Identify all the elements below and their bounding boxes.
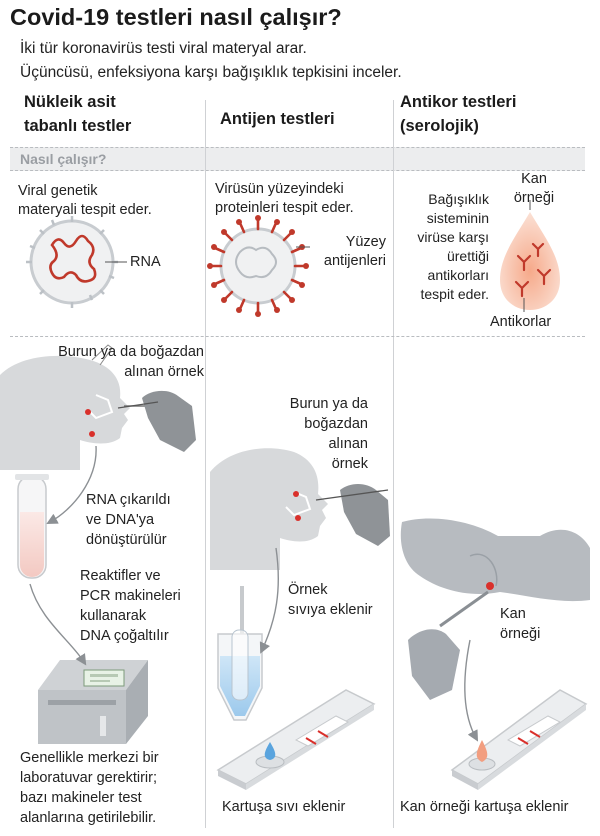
- rna-conversion-line-1: RNA çıkarıldı: [86, 492, 171, 508]
- virus-antigen-icon: [207, 215, 310, 317]
- pcr-line-3: kullanarak: [80, 608, 147, 624]
- antibody-how-line-5: antikorları: [427, 267, 489, 283]
- surface-antigen-label-line-1: Yüzey: [345, 234, 386, 250]
- nucleic-sample-line-2: alınan örnek: [124, 364, 204, 380]
- antibody-how-line-6: tespit eder.: [420, 286, 490, 302]
- antigen-sample-line-3: alınan: [328, 436, 368, 452]
- antigen-sample-line-2: boğazdan: [304, 416, 368, 432]
- lab-caption: Genellikle merkezi bir laboratuvar gerek…: [20, 748, 159, 828]
- antibody-how-text: Bağışıklık sisteminin virüse karşı ürett…: [396, 190, 489, 304]
- pcr-line-2: PCR makineleri: [80, 588, 181, 604]
- head-swab-illustration-nucleic: [0, 344, 196, 470]
- liquid-line-2: sıvıya eklenir: [288, 602, 373, 618]
- antibody-cartridge-caption: Kan örneği kartuşa eklenir: [400, 799, 569, 815]
- column-title-nucleic-line-2: tabanlı testler: [24, 117, 132, 135]
- lab-line-4: alanlarına getirilebilir.: [20, 810, 157, 826]
- test-cartridge-antigen: [216, 689, 376, 790]
- blood-sample-label-line-2: örneği: [513, 190, 555, 206]
- pcr-caption: Reaktifler ve PCR makineleri kullanarak …: [80, 566, 181, 646]
- virus-rna-icon: [26, 216, 127, 308]
- column-title-antibody-line-2: (serolojik): [400, 117, 479, 135]
- antigen-sample-line-1: Burun ya da: [289, 396, 368, 412]
- antigen-sample-line-4: örnek: [331, 456, 368, 472]
- section-label: Nasıl çalışır?: [20, 151, 107, 167]
- antibody-blood-line-2: örneği: [500, 626, 541, 642]
- antigen-how-text: Virüsün yüzeyindeki proteinleri tespit e…: [215, 180, 354, 218]
- nucleic-how-line-1: Viral genetik: [18, 183, 98, 199]
- pcr-machine-illustration: [38, 660, 148, 744]
- column-title-nucleic: Nükleik asit tabanlı testler: [24, 90, 214, 138]
- liquid-caption: Örnek sıvıya eklenir: [288, 580, 373, 620]
- sample-tube-nucleic: [15, 474, 49, 579]
- antigen-how-line-2: proteinleri tespit eder.: [215, 200, 354, 216]
- liquid-line-1: Örnek: [288, 582, 328, 598]
- hand-finger-prick-illustration: [400, 518, 590, 700]
- antibody-how-line-4: ürettiği: [446, 248, 489, 264]
- column-divider-1: [205, 100, 206, 828]
- blood-sample-label: Kan örneği: [512, 170, 556, 208]
- flow-arrows: [29, 445, 479, 742]
- column-title-antigen-line-1: Antijen testleri: [220, 110, 335, 128]
- pcr-line-4: DNA çoğaltılır: [80, 628, 169, 644]
- section-band: Nasıl çalışır?: [10, 147, 585, 171]
- rna-conversion-line-3: dönüştürülür: [86, 532, 167, 548]
- lab-line-1: Genellikle merkezi bir: [20, 750, 159, 766]
- blood-sample-label-line-1: Kan: [521, 171, 547, 187]
- head-swab-illustration-antigen: [210, 448, 390, 570]
- antibody-blood-caption: Kan örneği: [500, 604, 540, 644]
- lab-line-2: laboratuvar gerektirir;: [20, 770, 157, 786]
- section-divider: [10, 336, 585, 337]
- nucleic-how-line-2: materyali tespit eder.: [18, 202, 152, 218]
- nucleic-sample-line-1: Burun ya da boğazdan: [58, 344, 204, 360]
- liquid-tube-antigen: [217, 586, 263, 721]
- subtitle-line-2: Üçüncüsü, enfeksiyona karşı bağışıklık t…: [20, 64, 402, 81]
- column-title-antigen: Antijen testleri: [220, 107, 390, 131]
- antibodies-label: Antikorlar: [490, 314, 552, 330]
- rna-conversion-caption: RNA çıkarıldı ve DNA'ya dönüştürülür: [86, 490, 171, 550]
- column-title-antibody: Antikor testleri (serolojik): [400, 90, 595, 138]
- nucleic-sample-caption: Burun ya da boğazdan alınan örnek: [20, 342, 204, 382]
- antigen-how-line-1: Virüsün yüzeyindeki: [215, 181, 344, 197]
- column-divider-2: [393, 100, 394, 828]
- surface-antigen-label-line-2: antijenleri: [323, 253, 386, 269]
- subtitle-line-1: İki tür koronavirüs testi viral materyal…: [20, 40, 307, 57]
- test-cartridge-antibody: [450, 689, 588, 790]
- antibody-how-line-1: Bağışıklık: [428, 191, 489, 207]
- rna-conversion-line-2: ve DNA'ya: [86, 512, 155, 528]
- column-title-nucleic-line-1: Nükleik asit: [24, 93, 116, 111]
- page-title: Covid-19 testleri nasıl çalışır?: [10, 4, 342, 30]
- antigen-sample-caption: Burun ya da boğazdan alınan örnek: [260, 394, 368, 474]
- column-title-antibody-line-1: Antikor testleri: [400, 93, 517, 111]
- antibody-blood-line-1: Kan: [500, 606, 526, 622]
- surface-antigen-label: Yüzey antijenleri: [300, 233, 386, 271]
- antigen-cartridge-caption: Kartuşa sıvı eklenir: [222, 799, 346, 815]
- antibody-how-line-2: sisteminin: [426, 210, 489, 226]
- antibody-how-line-3: virüse karşı: [417, 229, 489, 245]
- pcr-line-1: Reaktifler ve: [80, 568, 161, 584]
- lab-line-3: bazı makineler test: [20, 790, 142, 806]
- rna-label: RNA: [130, 254, 161, 270]
- blood-drop-antibody-icon: [500, 200, 560, 312]
- nucleic-how-text: Viral genetik materyali tespit eder.: [18, 182, 152, 220]
